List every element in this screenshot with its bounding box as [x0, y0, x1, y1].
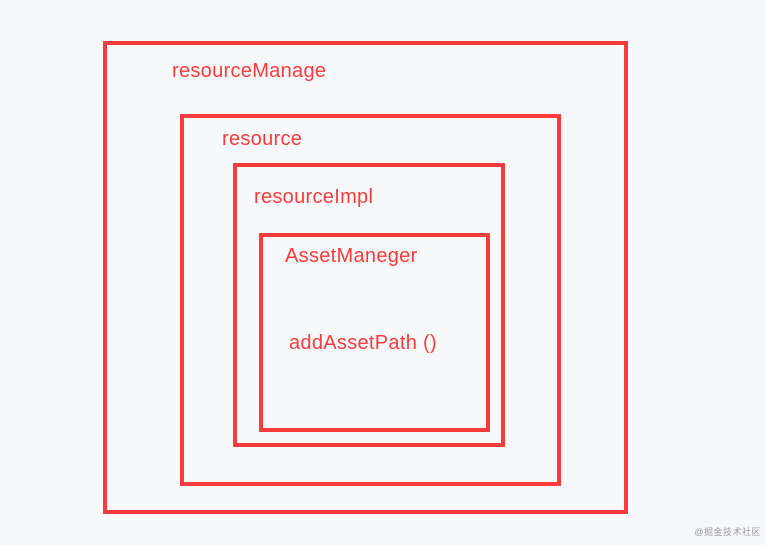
- add-asset-path-method-label: addAssetPath (): [289, 332, 437, 354]
- box-asset-manager: AssetManeger addAssetPath (): [259, 233, 490, 432]
- box-resource-manage-label: resourceManage: [172, 60, 327, 82]
- box-resource-impl-label: resourceImpl: [254, 186, 374, 208]
- box-resource-impl: resourceImpl AssetManeger addAssetPath (…: [233, 163, 505, 447]
- juejin-watermark: @掘金技术社区: [694, 527, 761, 537]
- box-asset-manager-label: AssetManeger: [285, 245, 418, 267]
- box-resource-label: resource: [222, 128, 303, 150]
- box-resource-manage: resourceManage resource resourceImpl Ass…: [103, 41, 628, 514]
- box-resource: resource resourceImpl AssetManeger addAs…: [180, 114, 561, 486]
